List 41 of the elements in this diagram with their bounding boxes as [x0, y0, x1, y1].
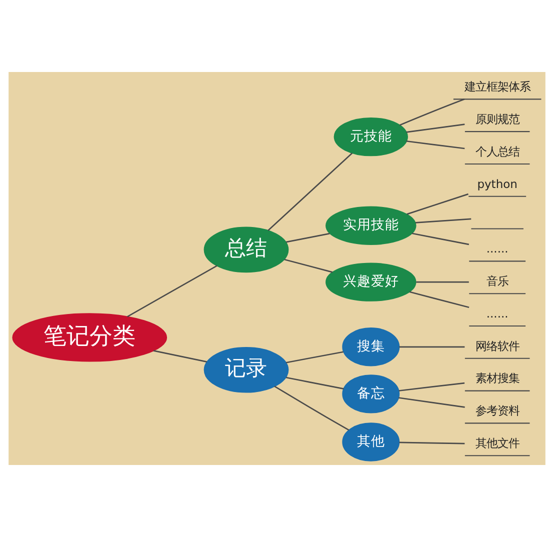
connector — [274, 385, 350, 430]
node-text: 个人总结 — [475, 144, 520, 158]
node-text: ...... — [486, 306, 508, 320]
connector — [284, 258, 333, 272]
connector — [286, 376, 344, 389]
connector — [399, 346, 465, 348]
node-line — [471, 228, 524, 229]
node-text: 建立框架体系 — [464, 79, 530, 94]
node-ellipse: 元技能 — [334, 116, 408, 156]
node-text: 其他文件 — [475, 436, 520, 450]
node-ellipse: 实用技能 — [326, 206, 416, 244]
connector — [416, 280, 469, 282]
connector — [406, 192, 468, 214]
node-text: ...... — [486, 241, 508, 256]
node-text: 参考资料 — [475, 403, 520, 418]
node-text: 原则规范 — [475, 112, 520, 126]
node-ellipse: 记录 — [204, 346, 289, 392]
connector — [409, 290, 470, 308]
connector — [153, 350, 207, 362]
node-text: 素材搜集 — [475, 370, 520, 385]
connector — [406, 140, 465, 149]
connector — [268, 152, 353, 231]
connector — [415, 218, 472, 223]
node-ellipse: 笔记分类 — [12, 312, 168, 362]
connector — [406, 123, 465, 132]
connector — [398, 396, 465, 408]
connector — [286, 350, 344, 363]
node-text: python — [477, 176, 518, 190]
connector — [286, 232, 330, 242]
connector — [126, 264, 218, 317]
node-ellipse: 搜集 — [342, 327, 400, 366]
node-text: 网络软件 — [475, 338, 520, 352]
connector — [398, 382, 465, 391]
node-ellipse: 其他 — [342, 422, 400, 461]
node-ellipse: 兴趣爱好 — [326, 262, 416, 301]
connector — [399, 441, 465, 444]
connector — [412, 232, 470, 245]
connector — [399, 98, 465, 126]
node-ellipse: 备忘 — [342, 374, 400, 413]
node-ellipse: 总结 — [204, 226, 289, 272]
node-text: 音乐 — [486, 274, 508, 288]
